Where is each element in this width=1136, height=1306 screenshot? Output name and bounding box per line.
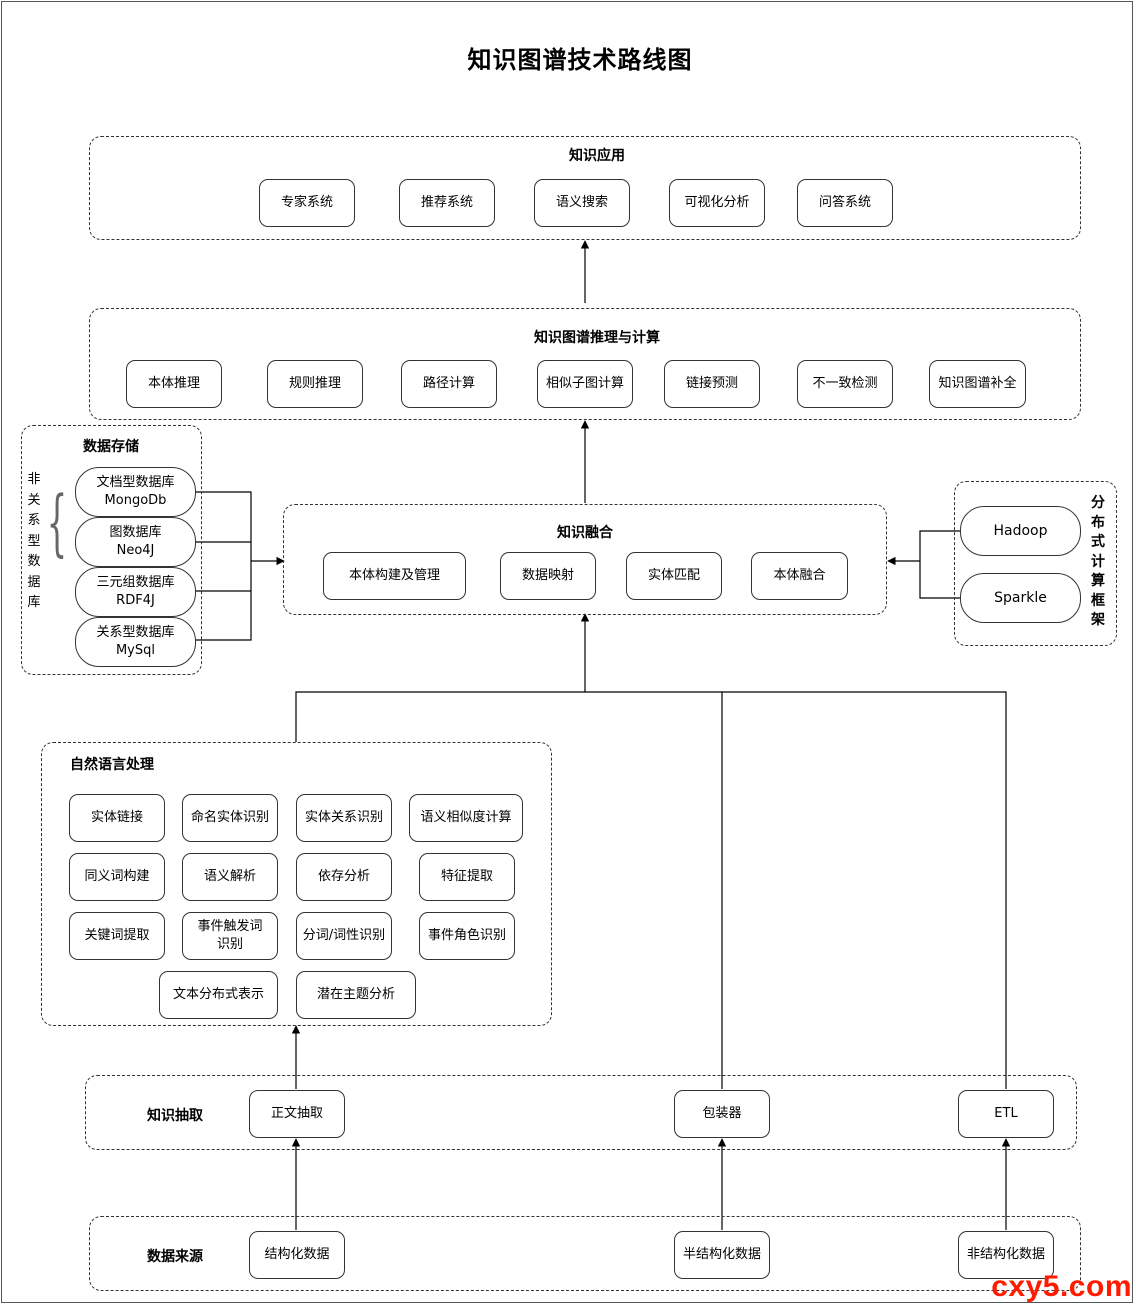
- page-title: 知识图谱技术路线图: [467, 46, 693, 74]
- node-dependency-analysis: 依存分析: [296, 853, 392, 901]
- group-nlp: [41, 742, 552, 1026]
- node-text-extraction: 正文抽取: [249, 1090, 345, 1138]
- node-event-role-recognition: 事件角色识别: [419, 912, 515, 960]
- node-document-db-mongodb: 文档型数据库 MongoDb: [75, 467, 196, 517]
- group-label-kg-reasoning: 知识图谱推理与计算: [534, 330, 660, 346]
- node-rule-reasoning: 规则推理: [267, 360, 363, 408]
- watermark: cxy5.com: [991, 1270, 1132, 1303]
- node-link-prediction: 链接预测: [664, 360, 760, 408]
- node-segmentation-pos: 分词/词性识别: [296, 912, 392, 960]
- connector-distributed-bracket: [919, 530, 960, 599]
- group-knowledge-extraction: [85, 1075, 1077, 1150]
- node-entity-matching: 实体匹配: [626, 552, 722, 600]
- group-label-data-sources: 数据来源: [147, 1249, 203, 1265]
- group-knowledge-fusion: [283, 504, 887, 615]
- connector-storage-bracket: [196, 491, 252, 641]
- label-nonrelational-db: 非 关 系 型 数 据 库: [27, 472, 41, 610]
- node-unstructured-data: 非结构化数据: [958, 1231, 1054, 1279]
- node-qa-system: 问答系统: [797, 179, 893, 227]
- group-label-nlp: 自然语言处理: [70, 757, 154, 773]
- node-visual-analysis: 可视化分析: [669, 179, 765, 227]
- node-event-trigger-recognition: 事件触发词 识别: [182, 912, 278, 960]
- node-recommendation-system: 推荐系统: [399, 179, 495, 227]
- node-entity-linking: 实体链接: [69, 794, 165, 842]
- node-graph-db-neo4j: 图数据库 Neo4J: [75, 517, 196, 567]
- node-wrapper: 包装器: [674, 1090, 770, 1138]
- node-keyword-extraction: 关键词提取: [69, 912, 165, 960]
- node-triple-db-rdf4j: 三元组数据库 RDF4J: [75, 567, 196, 617]
- node-ontology-construction: 本体构建及管理: [323, 552, 466, 600]
- node-inconsistency-detection: 不一致检测: [797, 360, 893, 408]
- brace-icon: {: [46, 480, 68, 564]
- node-semantic-parsing: 语义解析: [182, 853, 278, 901]
- node-named-entity-recognition: 命名实体识别: [182, 794, 278, 842]
- node-feature-extraction: 特征提取: [419, 853, 515, 901]
- node-similar-subgraph: 相似子图计算: [537, 360, 633, 408]
- node-relational-db-mysql: 关系型数据库 MySql: [75, 617, 196, 667]
- node-synonym-construction: 同义词构建: [69, 853, 165, 901]
- node-ontology-reasoning: 本体推理: [126, 360, 222, 408]
- group-label-knowledge-fusion: 知识融合: [557, 525, 613, 541]
- node-data-mapping: 数据映射: [500, 552, 596, 600]
- node-semantic-search: 语义搜索: [534, 179, 630, 227]
- node-sparkle: Sparkle: [960, 573, 1081, 623]
- node-entity-relation-recognition: 实体关系识别: [296, 794, 392, 842]
- node-hadoop: Hadoop: [960, 506, 1081, 556]
- group-label-knowledge-extraction: 知识抽取: [147, 1108, 203, 1124]
- group-data-sources: [89, 1216, 1081, 1291]
- group-distributed-computing: [954, 481, 1117, 646]
- connector-bus-to-fusion: [295, 691, 1007, 1089]
- node-etl: ETL: [958, 1090, 1054, 1138]
- group-kg-reasoning: [89, 308, 1081, 420]
- node-text-distributed-representation: 文本分布式表示: [159, 971, 278, 1019]
- node-structured-data: 结构化数据: [249, 1231, 345, 1279]
- group-label-knowledge-application: 知识应用: [569, 148, 625, 164]
- node-ontology-fusion: 本体融合: [751, 552, 848, 600]
- node-semistructured-data: 半结构化数据: [674, 1231, 770, 1279]
- group-knowledge-application: [89, 136, 1081, 240]
- node-path-computation: 路径计算: [401, 360, 497, 408]
- group-label-data-storage: 数据存储: [83, 439, 139, 455]
- node-semantic-similarity: 语义相似度计算: [409, 794, 523, 842]
- node-expert-system: 专家系统: [259, 179, 355, 227]
- group-label-distributed-computing: 分 布 式 计 算 框 架: [1091, 495, 1105, 628]
- node-kg-completion: 知识图谱补全: [929, 360, 1026, 408]
- group-data-storage: [21, 425, 202, 675]
- node-latent-topic-analysis: 潜在主题分析: [296, 971, 416, 1019]
